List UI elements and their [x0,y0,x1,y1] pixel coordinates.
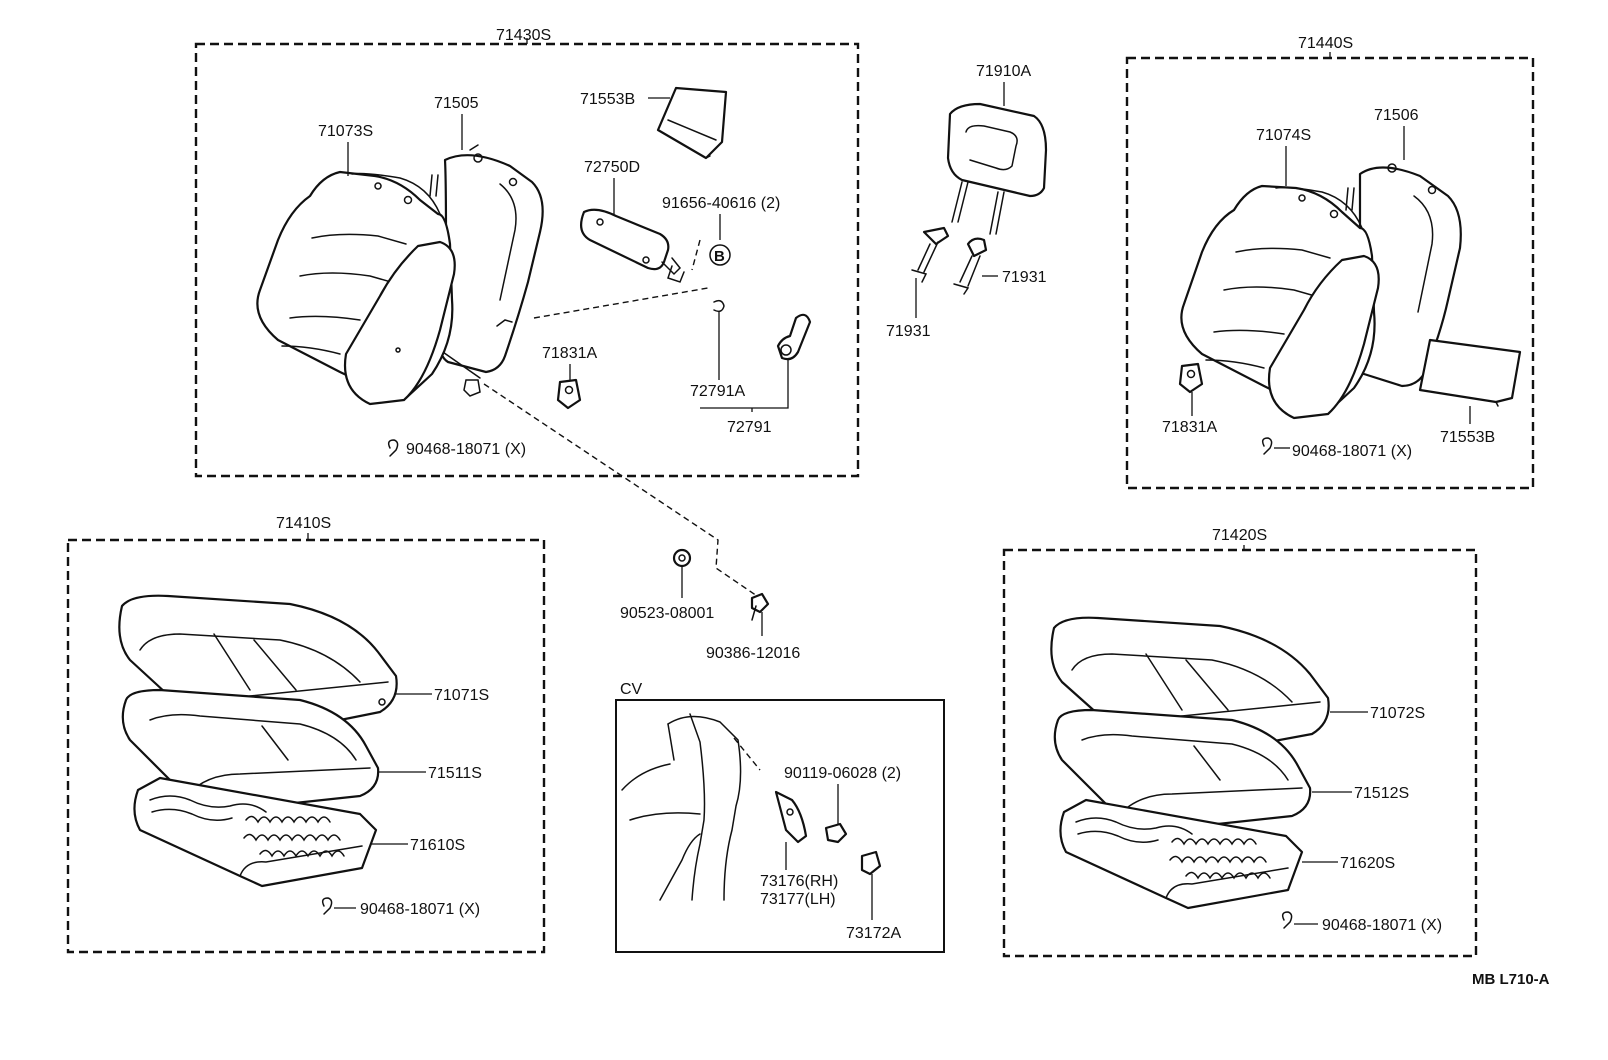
label-73177: 73177(LH) [760,891,836,908]
label-71506: 71506 [1374,107,1419,124]
group-box-71410s [66,538,546,954]
label-71072s: 71072S [1370,705,1425,722]
group-box-71420s [1002,548,1478,958]
washer-90523-drawing [672,548,692,568]
seatback-71506-drawing [1345,163,1522,407]
cushion-block-71553b-drawing [656,86,728,160]
label-71512s: 71512S [1354,785,1409,802]
label-73176: 73176(RH) [760,873,838,890]
cushion-frame-71610s-drawing [133,776,378,888]
seatback-71074s-drawing [1180,184,1380,420]
group-label-71440s: 71440S [1298,35,1353,52]
screw-icon-d [1281,911,1293,929]
label-90119-06028: 90119-06028 (2) [784,765,901,782]
label-71074s: 71074S [1256,127,1311,144]
label-90468-b: 90468-18071 (X) [1292,443,1412,460]
label-90468-c: 90468-18071 (X) [360,901,480,918]
clip-72791a-drawing [713,299,725,313]
b-marker-circle [709,244,731,266]
group-label-71430s: 71430S [496,27,551,44]
label-71931-right: 71931 [1002,269,1047,286]
screw-icon-a [387,439,399,457]
headrest-71910a-drawing [946,102,1048,235]
screw-icon-b [1261,437,1273,455]
label-90468-a: 90468-18071 (X) [406,441,526,458]
dashed-line-hinge [483,383,761,599]
b-marker-label: B [714,248,725,265]
cushion-pad-71512s-drawing [1053,708,1312,832]
label-71831a-left: 71831A [542,345,597,362]
label-90523-08001: 90523-08001 [620,605,714,622]
group-label-71410s: 71410S [276,515,331,532]
cushion-pad-71511s-drawing [121,688,380,812]
label-71620s: 71620S [1340,855,1395,872]
label-71910a: 71910A [976,63,1031,80]
label-71511s: 71511S [428,765,482,782]
cushion-frame-71620s-drawing [1059,798,1304,910]
label-71831a-right: 71831A [1162,419,1217,436]
label-90386-12016: 90386-12016 [706,645,800,662]
cv-seatback-drawing [621,713,761,901]
label-71610s: 71610S [410,837,465,854]
group-box-cv [615,699,945,953]
label-72791a: 72791A [690,383,745,400]
seatback-71073s-drawing [256,170,481,406]
board-72750d-drawing [579,208,685,283]
label-72791: 72791 [727,419,772,436]
guide-71931-right-drawing [953,237,988,295]
label-73172a: 73172A [846,925,901,942]
dashed-line-seatback [533,287,709,319]
bolt-90386-drawing [750,592,770,621]
group-label-71420s: 71420S [1212,527,1267,544]
guide-71931-left-drawing [911,226,950,283]
bracket-73176-drawing [774,790,808,844]
label-90468-d: 90468-18071 (X) [1322,917,1442,934]
label-71553b-right: 71553B [1440,429,1495,446]
group-label-cv: CV [620,681,643,698]
label-91656-40616: 91656-40616 (2) [662,195,780,212]
label-71505: 71505 [434,95,479,112]
bolt-90119-drawing [824,822,848,844]
label-71931-left: 71931 [886,323,931,340]
lever-72791-drawing [776,313,812,361]
screw-icon-c [321,897,333,915]
label-71071s: 71071S [434,687,489,704]
clip-73172a-drawing [860,850,882,876]
label-71073s: 71073S [318,123,373,140]
label-71553b-top: 71553B [580,91,635,108]
label-72750d: 72750D [584,159,640,176]
figure-code: MB L710-A [1472,971,1550,988]
